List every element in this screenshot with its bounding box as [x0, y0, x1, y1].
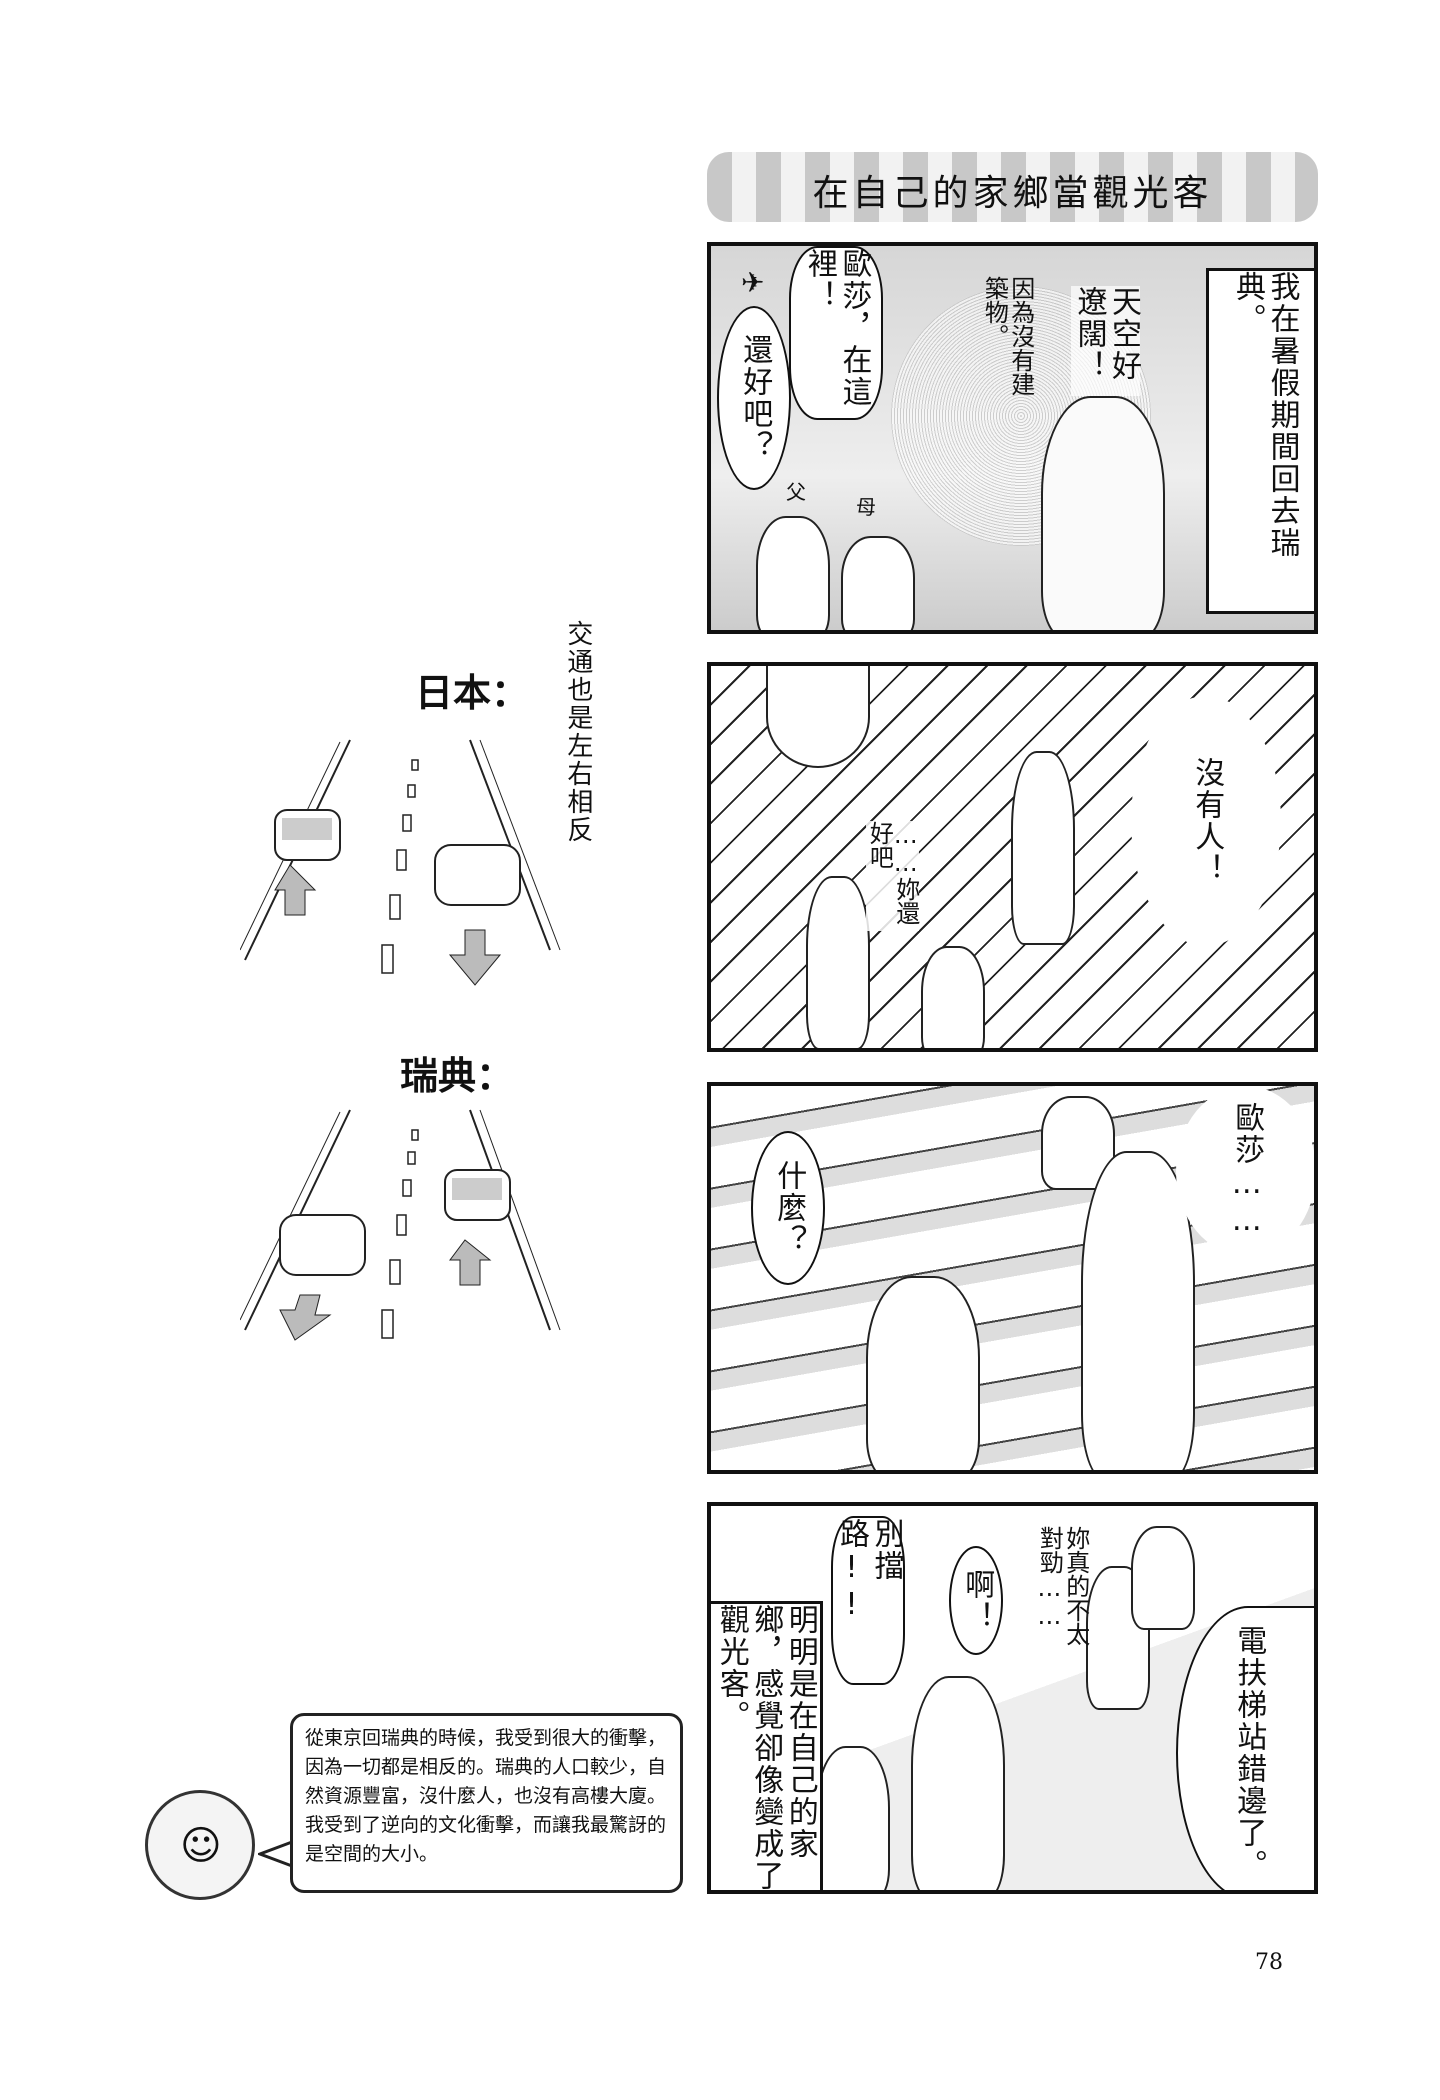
mother-figure: [841, 536, 915, 630]
sweden-label: 瑞典：: [400, 1054, 515, 1098]
bubble-dont-block: 別擋路!!: [831, 1516, 905, 1685]
traffic-caption: 交通也是左右相反: [562, 620, 593, 844]
bubble-nobody: 沒有人！: [1131, 696, 1281, 946]
author-note: 從東京回瑞典的時候，我受到很大的衝擊，因為一切都是相反的。瑞典的人口較少，自然資…: [290, 1713, 683, 1893]
father-figure: [1131, 1526, 1195, 1630]
girl-figure: [1041, 396, 1165, 630]
bubble-still-ok: 還好吧？: [717, 306, 791, 490]
text-sky-vast: 天空好遼闊！: [1071, 286, 1141, 396]
text-not-right: 妳真的不太對勁……: [1035, 1526, 1090, 1646]
japan-label: 日本：: [415, 671, 530, 715]
panel-4: 妳真的不太對勁…… 啊！ 別擋路!! 電扶梯站錯邊了。 明明是在自己的家鄉，感覺…: [707, 1502, 1318, 1894]
father-figure: [806, 876, 870, 1048]
label-father: 父: [786, 480, 806, 504]
chapter-title: 在自己的家鄉當觀光客: [812, 173, 1213, 214]
author-avatar: ☺: [145, 1790, 255, 1900]
text-no-buildings: 因為沒有建築物。: [980, 276, 1035, 396]
bubble-ah: 啊！: [949, 1546, 1003, 1655]
chapter-title-bar: 在自己的家鄉當觀光客: [707, 152, 1318, 222]
caption-tourist: 明明是在自己的家鄉，感覺卻像變成了觀光客。: [711, 1601, 823, 1890]
airplane-icon: ✈: [741, 266, 765, 299]
stranger-figure: [816, 1746, 890, 1890]
smiling-face-icon: ☺: [180, 1823, 222, 1869]
bubble-wrong-side: 電扶梯站錯邊了。: [1176, 1606, 1314, 1890]
text-are-you-ok: ……妳還好吧: [865, 821, 920, 931]
panel-3: 什麼？ 歐莎……: [707, 1082, 1318, 1474]
sweden-road-diagram: [239, 1090, 570, 1350]
panel-2: ……妳還好吧 沒有人！: [707, 662, 1318, 1052]
girl-figure: [911, 1676, 1005, 1890]
japan-road-diagram: [239, 700, 570, 1000]
mother-figure: [921, 946, 985, 1048]
father-figure: [756, 516, 830, 630]
mother-figure: [1081, 1151, 1195, 1470]
label-mother: 母: [856, 495, 876, 519]
note-pointer: [255, 1840, 294, 1874]
girl-figure: [866, 1276, 980, 1470]
panel-1: ✈ 還好吧？ 歐莎，在這裡！ 因為沒有建築物。 天空好遼闊！ 父 母 我在暑假期…: [707, 242, 1318, 634]
bubble-osa: 歐莎……: [1176, 1086, 1314, 1256]
bubble-what: 什麼？: [751, 1131, 825, 1285]
pillar: [766, 666, 870, 768]
girl-figure: [1011, 751, 1075, 945]
caption-summer-trip: 我在暑假期間回去瑞典。: [1206, 268, 1314, 614]
page-number: 78: [1255, 1950, 1283, 1975]
bubble-here: 歐莎，在這裡！: [789, 246, 883, 420]
